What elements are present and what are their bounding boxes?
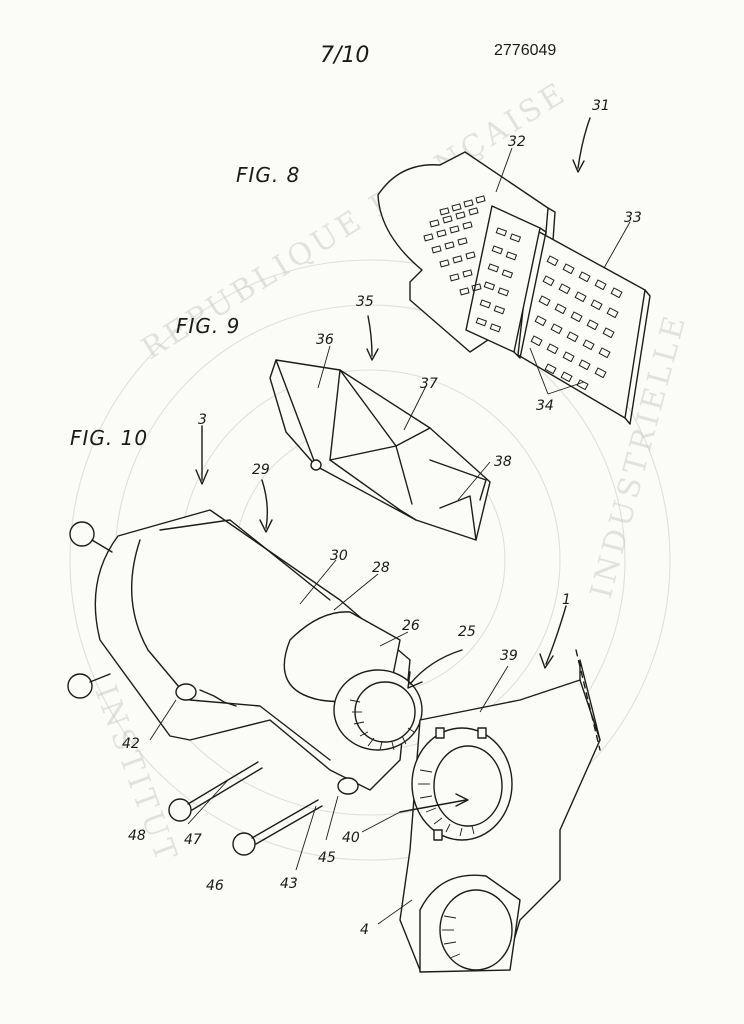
ref-48: 48 [128, 828, 146, 844]
ref-39: 39 [500, 648, 518, 664]
ref-45: 45 [318, 850, 336, 866]
ref-31: 31 [592, 98, 610, 114]
ref-4: 4 [360, 922, 369, 938]
ref-32: 32 [508, 134, 526, 150]
figure-label-9: FIG. 9 [176, 314, 240, 338]
ref-42: 42 [122, 736, 140, 752]
base-body [361, 605, 601, 973]
ref-30: 30 [330, 548, 348, 564]
ref-28: 28 [372, 560, 390, 576]
page-number: 7/10 [320, 43, 369, 68]
patent-number: 2776049 [494, 42, 556, 59]
ref-36: 36 [316, 332, 334, 348]
fig9-shell [269, 315, 491, 541]
fig10-housing [67, 425, 463, 871]
ref-33: 33 [624, 210, 642, 226]
ref-47: 47 [184, 832, 202, 848]
ref-37: 37 [420, 376, 438, 392]
ref-38: 38 [494, 454, 512, 470]
figure-label-10: FIG. 10 [70, 426, 148, 450]
ref-35: 35 [356, 294, 374, 310]
ref-26: 26 [402, 618, 420, 634]
ref-40: 40 [342, 830, 360, 846]
ref-25: 25 [458, 624, 476, 640]
figure-label-8: FIG. 8 [236, 163, 300, 187]
ref-34: 34 [536, 398, 554, 414]
ref-46: 46 [206, 878, 224, 894]
arrow-31 [577, 117, 591, 169]
ref-3: 3 [198, 412, 207, 428]
ref-1: 1 [562, 592, 571, 608]
ref-29: 29 [252, 462, 270, 478]
fig8-keyboard-plate [377, 117, 651, 425]
ref-43: 43 [280, 876, 298, 892]
